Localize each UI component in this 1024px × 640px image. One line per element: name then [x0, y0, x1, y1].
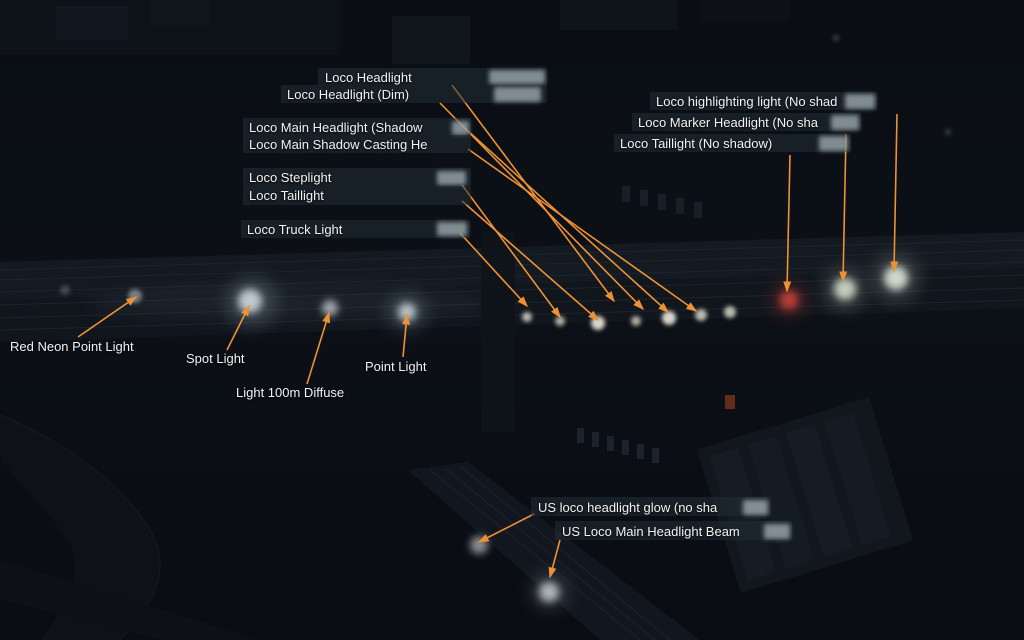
light-glow: [872, 254, 920, 302]
overbridge: [481, 232, 515, 432]
light-glow: [387, 292, 427, 332]
light-glow: [529, 572, 569, 612]
annotation-arrow: [783, 154, 792, 293]
annotation-arrow: [226, 304, 250, 351]
roads: [0, 414, 260, 640]
annotation-arrow: [461, 200, 600, 322]
light-glow: [823, 267, 867, 311]
annotation-arrow: [402, 313, 411, 358]
light-glows: [60, 35, 951, 612]
lower-rail-track: [408, 462, 700, 640]
light-glow: [695, 309, 707, 321]
light-glow: [555, 316, 565, 326]
light-glow: [522, 312, 532, 322]
annotation-arrow: [306, 311, 330, 385]
annotation-arrow: [459, 232, 529, 308]
parking-lot-cars: [577, 395, 735, 463]
light-glow: [833, 35, 839, 41]
light-glow: [662, 311, 676, 325]
light-glow: [226, 276, 278, 328]
annotation-arrow: [77, 296, 138, 338]
annotation-arrow: [839, 133, 848, 283]
light-glow: [724, 306, 736, 318]
light-glow: [771, 282, 807, 318]
background-buildings: [0, 0, 790, 64]
red-machine: [725, 395, 735, 409]
annotation-arrow: [548, 539, 561, 579]
annotation-arrow: [890, 113, 899, 273]
parked-vehicles: [622, 186, 702, 218]
light-glow: [631, 316, 641, 326]
annotation-arrow: [451, 84, 615, 303]
annotation-arrow: [467, 148, 698, 312]
annotation-arrow: [461, 184, 561, 319]
annotation-arrow: [467, 130, 670, 314]
light-glow: [945, 129, 951, 135]
light-glow: [60, 285, 70, 295]
annotation-arrow: [477, 513, 535, 543]
